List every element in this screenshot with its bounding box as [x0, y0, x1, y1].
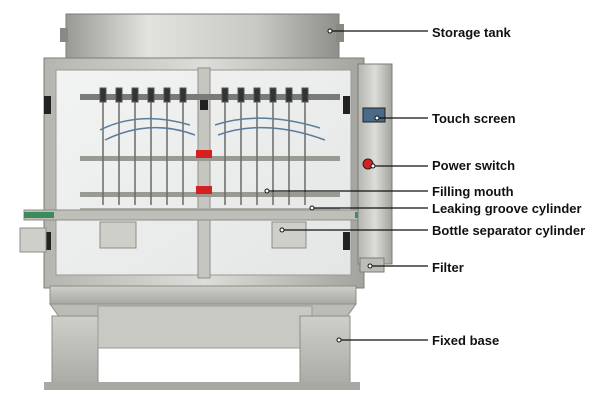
- label-filling-mouth: Filling mouth: [432, 184, 514, 199]
- air-hoses: [99, 117, 326, 141]
- leader-dot-icons: [264, 28, 380, 343]
- label-filter: Filter: [432, 260, 464, 275]
- leader-dot-icon: [309, 205, 315, 211]
- control-box: [357, 63, 393, 273]
- label-storage-tank: Storage tank: [432, 25, 511, 40]
- machine-frame: [43, 57, 365, 289]
- fixed-base: [44, 285, 360, 390]
- storage-tank: [60, 13, 344, 63]
- leader-dot-icon: [279, 227, 285, 233]
- leader-dot-icon: [336, 337, 342, 343]
- leader-dot-icon: [370, 163, 376, 169]
- leader-dot-icon: [264, 188, 270, 194]
- label-touch-screen: Touch screen: [432, 111, 516, 126]
- leader-dot-icon: [367, 263, 373, 269]
- label-bottle-separator-cylinder: Bottle separator cylinder: [432, 223, 586, 238]
- label-fixed-base: Fixed base: [432, 333, 500, 348]
- label-leaking-groove-cylinder: Leaking groove cylinder: [432, 201, 582, 216]
- leader-dot-icon: [374, 115, 380, 121]
- leader-dot-icon: [327, 28, 333, 34]
- leader-lines: [267, 30, 428, 341]
- touch-screen: [362, 107, 386, 123]
- label-power-switch: Power switch: [432, 158, 516, 173]
